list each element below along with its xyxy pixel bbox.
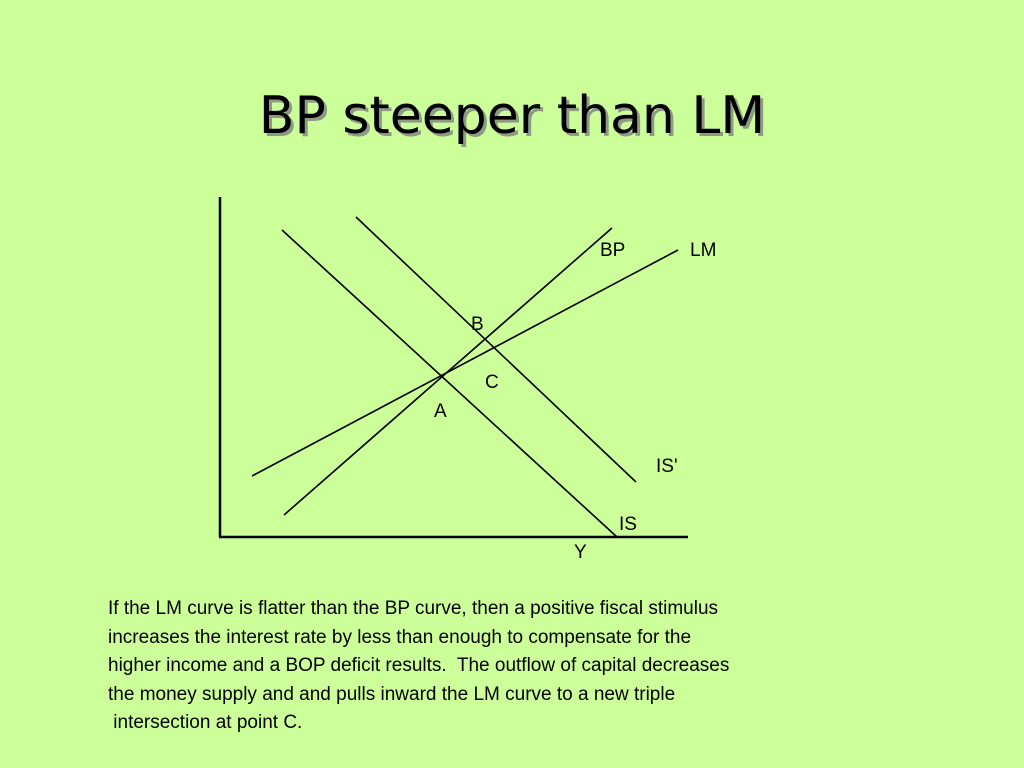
slide-title: BP steeper than LM [258, 86, 766, 146]
is-label: IS [619, 514, 637, 535]
caption-text: If the LM curve is flatter than the BP c… [108, 595, 908, 738]
is-prime-curve [355, 216, 637, 483]
y-axis-label: Y [574, 542, 587, 563]
caption-line: the money supply and and pulls inward th… [108, 683, 676, 705]
caption-line: If the LM curve is flatter than the BP c… [108, 598, 719, 619]
point-c-label: C [485, 372, 499, 393]
lm-curve [251, 249, 679, 477]
point-a-label: A [434, 401, 447, 422]
is-curve [281, 229, 618, 538]
caption-line: higher income and a BOP deficit results.… [108, 655, 730, 677]
caption-line: increases the interest rate by less than… [108, 626, 692, 648]
bp-label: BP [600, 240, 625, 261]
lm-label: LM [690, 240, 716, 261]
caption-line: intersection at point C. [108, 712, 303, 734]
is-lm-bp-diagram: BP LM B C A IS' IS Y [218, 197, 716, 563]
point-b-label: B [471, 314, 484, 335]
is-prime-label: IS' [656, 456, 678, 477]
